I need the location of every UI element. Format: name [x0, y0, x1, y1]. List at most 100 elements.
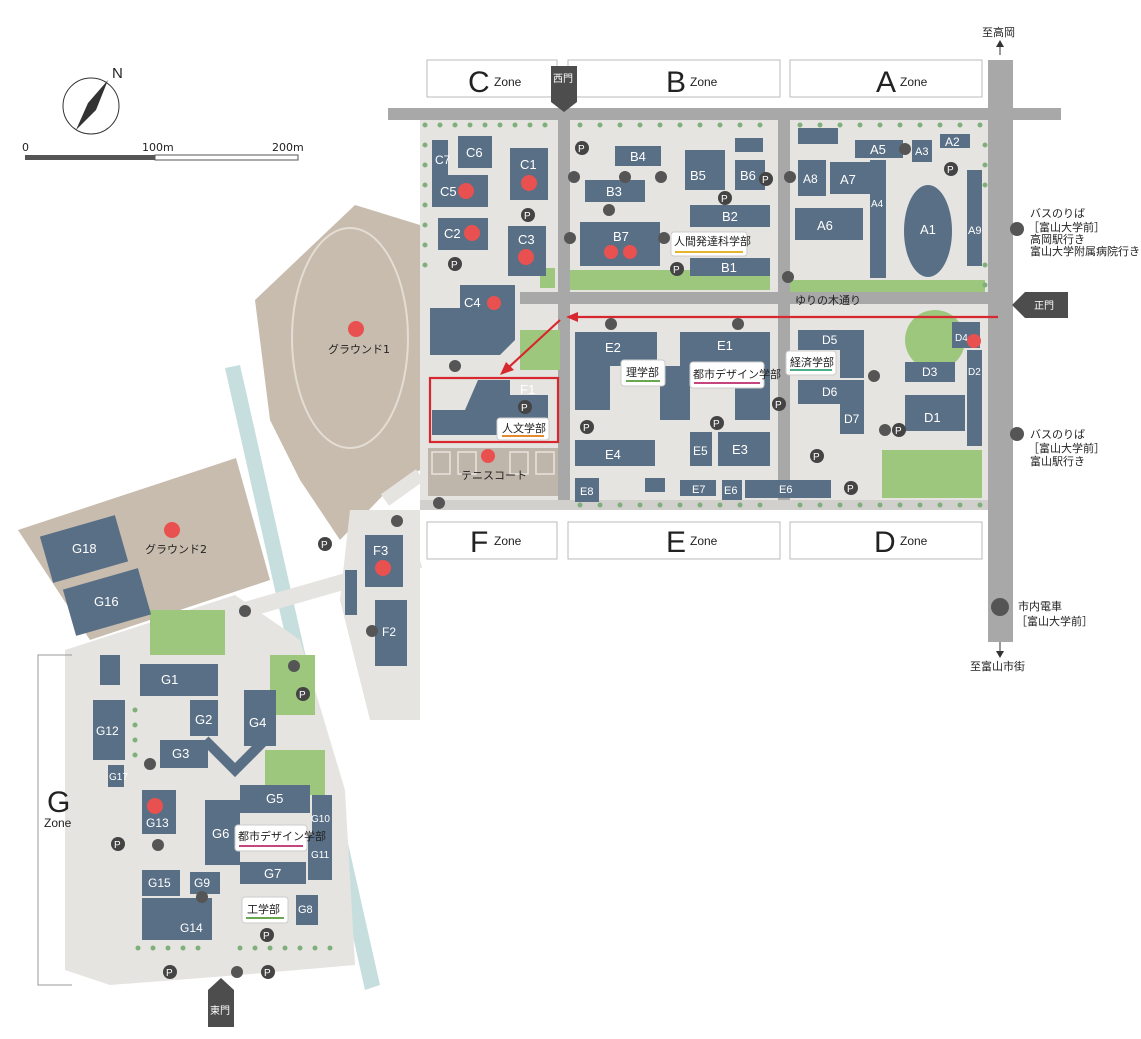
- label-g10: G10: [311, 814, 330, 825]
- svg-text:P: P: [524, 211, 531, 222]
- ground-1-label: グラウンド1: [328, 342, 390, 356]
- parking-icon: P: [810, 449, 824, 463]
- shop-icon: [487, 296, 501, 310]
- bld-b5: [685, 150, 725, 190]
- scale-bar-hollow: [154, 154, 299, 161]
- label-a1: A1: [920, 222, 936, 237]
- main-gate-label: 正門: [1034, 300, 1054, 312]
- bld-d6: [798, 380, 864, 404]
- bus-stop-1-line1: 高岡駅行き: [1030, 232, 1085, 246]
- bld-g16: [62, 568, 152, 636]
- label-a8: A8: [803, 172, 818, 186]
- zone-header-a: A Zone: [789, 59, 983, 99]
- bicycle-icon: [658, 232, 670, 244]
- bicycle-icon: [868, 370, 880, 382]
- zone-d-word: Zone: [900, 534, 928, 548]
- ground-1: グラウンド1: [328, 321, 390, 356]
- bld-a4: [870, 160, 886, 278]
- cafe-icon: [967, 334, 981, 348]
- svg-text:P: P: [947, 165, 954, 176]
- label-f3: F3: [373, 543, 388, 558]
- bus-stop-1[interactable]: バスのりば ［富山大学前］ 高岡駅行き 富山大学附属病院行き: [1010, 207, 1140, 258]
- bus-stop-1-title: バスのりば: [1030, 207, 1085, 220]
- parking-icon: P: [521, 208, 535, 222]
- east-gate[interactable]: 東門: [208, 978, 234, 1027]
- label-c7: C7: [435, 153, 451, 167]
- sports-icon: [348, 321, 364, 337]
- bld-e4: [575, 440, 655, 466]
- ground-2-label: グラウンド2: [145, 542, 207, 556]
- scale-label-200: 200m: [272, 141, 304, 154]
- bld-g12: [93, 700, 125, 760]
- zone-header-g: G Zone: [37, 654, 72, 986]
- bld-a8: [798, 160, 826, 196]
- bld-b3: [585, 180, 645, 202]
- label-e6b: E6: [779, 484, 792, 496]
- inner-road-1: [558, 118, 570, 510]
- lawn-circle: [905, 310, 965, 370]
- parking-icon: P: [718, 191, 732, 205]
- bus-stop-2-stop: ［富山大学前］: [1028, 441, 1105, 455]
- label-g3: G3: [172, 746, 189, 761]
- bicycle-markers: [144, 143, 911, 978]
- label-g13: G13: [146, 816, 169, 830]
- swimming-icon: [458, 183, 474, 199]
- zone-header-d: D Zone: [789, 521, 983, 560]
- bld-g-top: [100, 655, 120, 685]
- dept-urban-design-e-label: 都市デザイン学部: [693, 367, 781, 381]
- east-gate-label: 東門: [210, 1004, 230, 1017]
- label-f1: F1: [520, 382, 535, 397]
- bld-b2: [690, 205, 770, 227]
- bicycle-icon: [603, 204, 615, 216]
- label-b2: B2: [722, 209, 738, 224]
- parking-icon: P: [944, 162, 958, 176]
- bld-f2: [375, 600, 407, 666]
- bicycle-icon: [239, 605, 251, 617]
- parking-icon: P: [448, 257, 462, 271]
- scale-bar: 0 100m 200m: [22, 141, 304, 161]
- parking-icon: P: [111, 837, 125, 851]
- bld-e6: [722, 480, 742, 500]
- compass-north-label: N: [112, 65, 123, 82]
- bld-b4: [615, 146, 661, 166]
- direction-north-label: 至高岡: [982, 25, 1015, 39]
- bld-g17: [108, 765, 124, 787]
- dept-humanities[interactable]: 人文学部: [496, 417, 550, 441]
- ground-1-area: [255, 205, 420, 540]
- svg-text:P: P: [895, 426, 902, 437]
- parking-icon: P: [318, 537, 332, 551]
- dept-human-development[interactable]: 人間発達科学部: [670, 231, 751, 257]
- label-d4: D4: [955, 333, 968, 344]
- bld-g6: [205, 800, 240, 865]
- label-e5: E5: [693, 444, 708, 458]
- bld-c7: [432, 140, 448, 182]
- dept-urban-design-g[interactable]: 都市デザイン学部: [234, 824, 326, 852]
- label-e8: E8: [580, 486, 593, 498]
- bus-icon: [1010, 427, 1024, 441]
- ground-2: グラウンド2: [145, 522, 207, 556]
- tennis-court: テニスコート: [461, 449, 527, 482]
- inner-road-2: [778, 118, 790, 510]
- svg-text:P: P: [847, 484, 854, 495]
- bus-stop-2[interactable]: バスのりば ［富山大学前］ 富山駅行き: [1010, 427, 1105, 468]
- dept-urban-design-e[interactable]: 都市デザイン学部: [689, 361, 781, 389]
- main-gate[interactable]: 正門: [1012, 292, 1068, 318]
- bus-stop-2-title: バスのりば: [1030, 428, 1085, 441]
- svg-text:P: P: [451, 260, 458, 271]
- label-a3: A3: [915, 146, 928, 158]
- west-gate[interactable]: 西門: [551, 66, 577, 112]
- bicycle-icon: [619, 171, 631, 183]
- dept-economics[interactable]: 経済学部: [785, 350, 837, 376]
- label-a6: A6: [817, 218, 833, 233]
- zone-e-letter: E: [666, 526, 686, 559]
- bld-e7: [680, 480, 716, 496]
- north-road: [388, 108, 1061, 120]
- bld-a9: [967, 170, 982, 266]
- dept-engineering[interactable]: 工学部: [241, 896, 289, 924]
- svg-text:P: P: [813, 452, 820, 463]
- lawn-3: [790, 280, 985, 292]
- svg-text:P: P: [166, 968, 173, 979]
- tram-stop[interactable]: 市内電車 ［富山大学前］: [991, 598, 1093, 628]
- dept-science[interactable]: 理学部: [620, 359, 666, 387]
